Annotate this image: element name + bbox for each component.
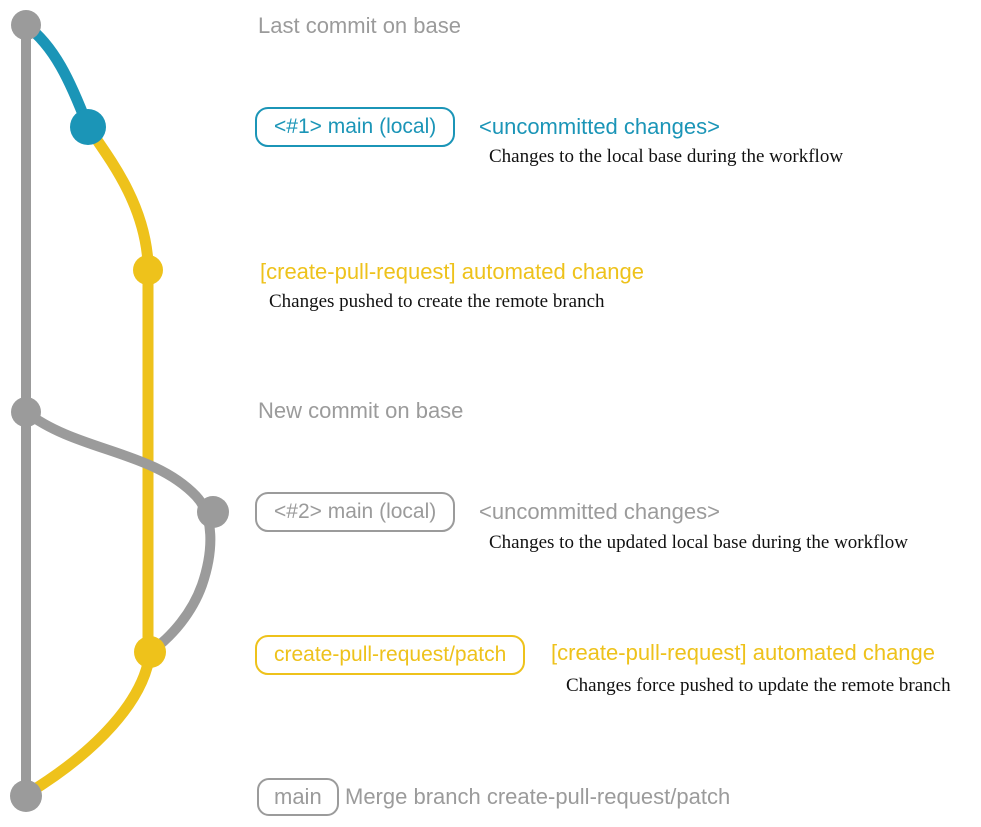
- annotation-new-commit-on-base: New commit on base: [258, 397, 464, 423]
- commit-dot-merge: [10, 780, 42, 812]
- branch-badge-create-pull-request-patch: create-pull-request/patch: [255, 635, 526, 675]
- commit-dot-uncommitted-1: [70, 109, 106, 145]
- caption-updated-local-base-changes: Changes to the updated local base during…: [489, 532, 908, 553]
- patch-branch-line: [82, 121, 154, 658]
- commit-dot-new-base: [11, 397, 41, 427]
- annotation-last-commit-on-base: Last commit on base: [258, 12, 461, 38]
- commit-dot-automated-2: [134, 636, 166, 668]
- annotation-automated-change-1: [create-pull-request] automated change: [260, 258, 645, 284]
- patch-merge-line: [21, 646, 156, 800]
- branch-badge-main-local-1: <#1> main (local): [255, 107, 456, 147]
- annotation-merge-branch: Merge branch create-pull-request/patch: [345, 783, 731, 809]
- uncommitted-changes-label-2: <uncommitted changes>: [479, 498, 720, 524]
- commit-dot-last-base: [11, 10, 41, 40]
- commit-dot-uncommitted-2: [197, 496, 229, 528]
- uncommitted-changes-label-1: <uncommitted changes>: [479, 113, 720, 139]
- commit-dot-automated-1: [133, 255, 163, 285]
- annotation-automated-change-2: [create-pull-request] automated change: [551, 639, 936, 665]
- local-changes-branch-line-2: [21, 407, 216, 655]
- caption-local-base-changes: Changes to the local base during the wor…: [489, 146, 844, 167]
- caption-force-pushed-update-branch: Changes force pushed to update the remot…: [566, 675, 951, 696]
- branch-badge-main-local-2: <#2> main (local): [255, 492, 456, 532]
- branch-badge-main: main: [257, 778, 339, 816]
- caption-pushed-create-branch: Changes pushed to create the remote bran…: [269, 291, 605, 312]
